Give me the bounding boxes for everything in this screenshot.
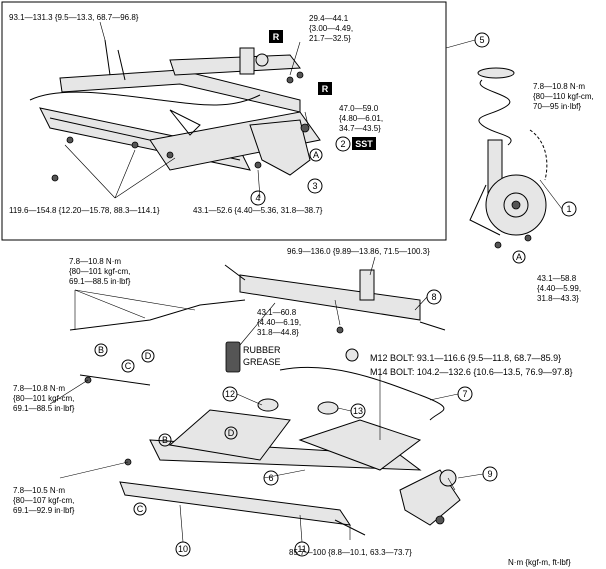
sst-badge-text: SST — [355, 139, 373, 149]
letter-marker-c-upper: C — [121, 359, 135, 373]
svg-text:1: 1 — [566, 204, 571, 214]
replace-badge-2 — [318, 82, 332, 95]
svg-text:4: 4 — [255, 193, 260, 203]
torque-label-43-58-line3: 31.8—43.3} — [537, 294, 579, 303]
torque-label-43-52: 43.1—52.6 {4.40—5.36, 31.8—38.7} — [193, 206, 323, 215]
letter-marker-d-lower: D — [224, 426, 238, 440]
callout-6: 6 — [263, 470, 279, 486]
strut-knuckle-assembly — [469, 67, 548, 249]
torque-label-43-60-line2: {4.40—6.19, — [257, 318, 301, 327]
torque-label-47-59-line1: 47.0—59.0 — [339, 104, 379, 113]
letter-marker-a-right: A — [512, 250, 526, 264]
torque-label-strut-7-8-line1: 7.8—10.8 N·m — [533, 82, 585, 91]
m12-bolt-torque: M12 BOLT: 93.1—116.6 {9.5—11.8, 68.7—85.… — [370, 353, 561, 363]
svg-text:10: 10 — [178, 544, 188, 554]
svg-text:5: 5 — [479, 35, 484, 45]
letter-marker-a-upper: A — [309, 148, 323, 162]
torque-label-brakeline-upper-line3: 69.1—88.5 in·lbf} — [69, 277, 131, 286]
torque-label-29-44-line1: 29.4—44.1 — [309, 14, 349, 23]
rubber-grease-label-line1: RUBBER — [243, 345, 281, 355]
svg-text:D: D — [228, 428, 235, 438]
torque-label-43-58-line1: 43.1—58.8 — [537, 274, 577, 283]
torque-label-29-44-line3: 21.7—32.5} — [309, 34, 351, 43]
letter-marker-b-upper: B — [94, 343, 108, 357]
callout-8: 8 — [426, 289, 442, 305]
torque-label-43-58-line2: {4.40—5.99, — [537, 284, 581, 293]
sst-badge — [352, 137, 376, 150]
svg-text:B: B — [98, 345, 104, 355]
callout-5: 5 — [474, 32, 490, 48]
torque-label-brakeline-upper-line2: {80—101 kgf-cm, — [69, 267, 130, 276]
upper-subframe-assembly — [29, 39, 321, 182]
callout-7: 7 — [457, 386, 473, 402]
svg-text:D: D — [145, 351, 152, 361]
svg-text:6: 6 — [268, 473, 273, 483]
callout-13: 13 — [350, 403, 366, 419]
svg-text:C: C — [137, 504, 144, 514]
torque-label-47-59-line2: {4.80—6.01, — [339, 114, 383, 123]
svg-text:11: 11 — [297, 544, 306, 554]
svg-text:12: 12 — [225, 389, 235, 399]
replace-badge-2-text: R — [322, 84, 329, 94]
torque-label-47-59-line3: 34.7—43.5} — [339, 124, 381, 133]
callout-3: 3 — [307, 178, 323, 194]
callout-12: 12 — [222, 386, 238, 402]
torque-label-7-8-10-5-line2: {80—107 kgf-cm, — [13, 496, 74, 505]
lower-subframe-assembly — [69, 264, 461, 536]
torque-label-brakeline-lower-line2: {80—101 kgf-cm, — [13, 394, 74, 403]
torque-label-brakeline-lower-line3: 69.1—88.5 in·lbf} — [13, 404, 75, 413]
torque-label-43-60-line3: 31.8—44.8} — [257, 328, 299, 337]
callout-10: 10 — [175, 541, 191, 557]
callout-9: 9 — [482, 466, 498, 482]
torque-label-29-44-line2: {3.00—4.49, — [309, 24, 353, 33]
svg-text:13: 13 — [353, 406, 363, 416]
torque-label-119-154: 119.6—154.8 {12.20—15.78, 88.3—114.1} — [9, 206, 160, 215]
svg-text:9: 9 — [487, 469, 492, 479]
letter-marker-d-upper: D — [141, 349, 155, 363]
torque-label-strut-7-8-line2: {80—110 kgf-cm, — [533, 92, 594, 101]
svg-text:2: 2 — [340, 139, 345, 149]
torque-label-7-8-10-5-line1: 7.8—10.5 N·m — [13, 486, 65, 495]
replace-badge-1-text: R — [273, 32, 280, 42]
torque-label-96-136: 96.9—136.0 {9.89—13.86, 71.5—100.3} — [287, 247, 430, 256]
torque-label-43-60-line1: 43.1—60.8 — [257, 308, 297, 317]
m14-bolt-torque: M14 BOLT: 104.2—132.6 {10.6—13.5, 76.9—9… — [370, 367, 572, 377]
svg-text:3: 3 — [312, 181, 317, 191]
upper-inset-frame — [1, 1, 447, 241]
callout-2: 2 — [335, 136, 351, 152]
svg-text:B: B — [162, 435, 168, 445]
svg-text:A: A — [313, 150, 319, 160]
torque-label-brakeline-lower-line1: 7.8—10.8 N·m — [13, 384, 65, 393]
svg-text:C: C — [125, 361, 132, 371]
torque-label-brakeline-upper-line1: 7.8—10.8 N·m — [69, 257, 121, 266]
torque-label-strut-7-8-line3: 70—95 in·lbf} — [533, 102, 581, 111]
torque-label-85-100: 85.7—100 {8.8—10.1, 63.3—73.7} — [289, 548, 412, 557]
callout-4: 4 — [250, 190, 266, 206]
rubber-grease-label-line2: GREASE — [243, 357, 281, 367]
letter-marker-b-lower: B — [158, 433, 172, 447]
svg-text:7: 7 — [462, 389, 467, 399]
svg-text:8: 8 — [431, 292, 436, 302]
letter-marker-c-lower: C — [133, 502, 147, 516]
svg-text:A: A — [516, 252, 522, 262]
callout-1: 1 — [561, 201, 577, 217]
units-legend: N·m {kgf-m, ft-lbf} — [508, 558, 571, 567]
torque-label-7-8-10-5-line3: 69.1—92.9 in·lbf} — [13, 506, 75, 515]
torque-label-93-131: 93.1—131.3 {9.5—13.3, 68.7—96.8} — [9, 13, 139, 22]
replace-badge-1 — [269, 30, 283, 43]
